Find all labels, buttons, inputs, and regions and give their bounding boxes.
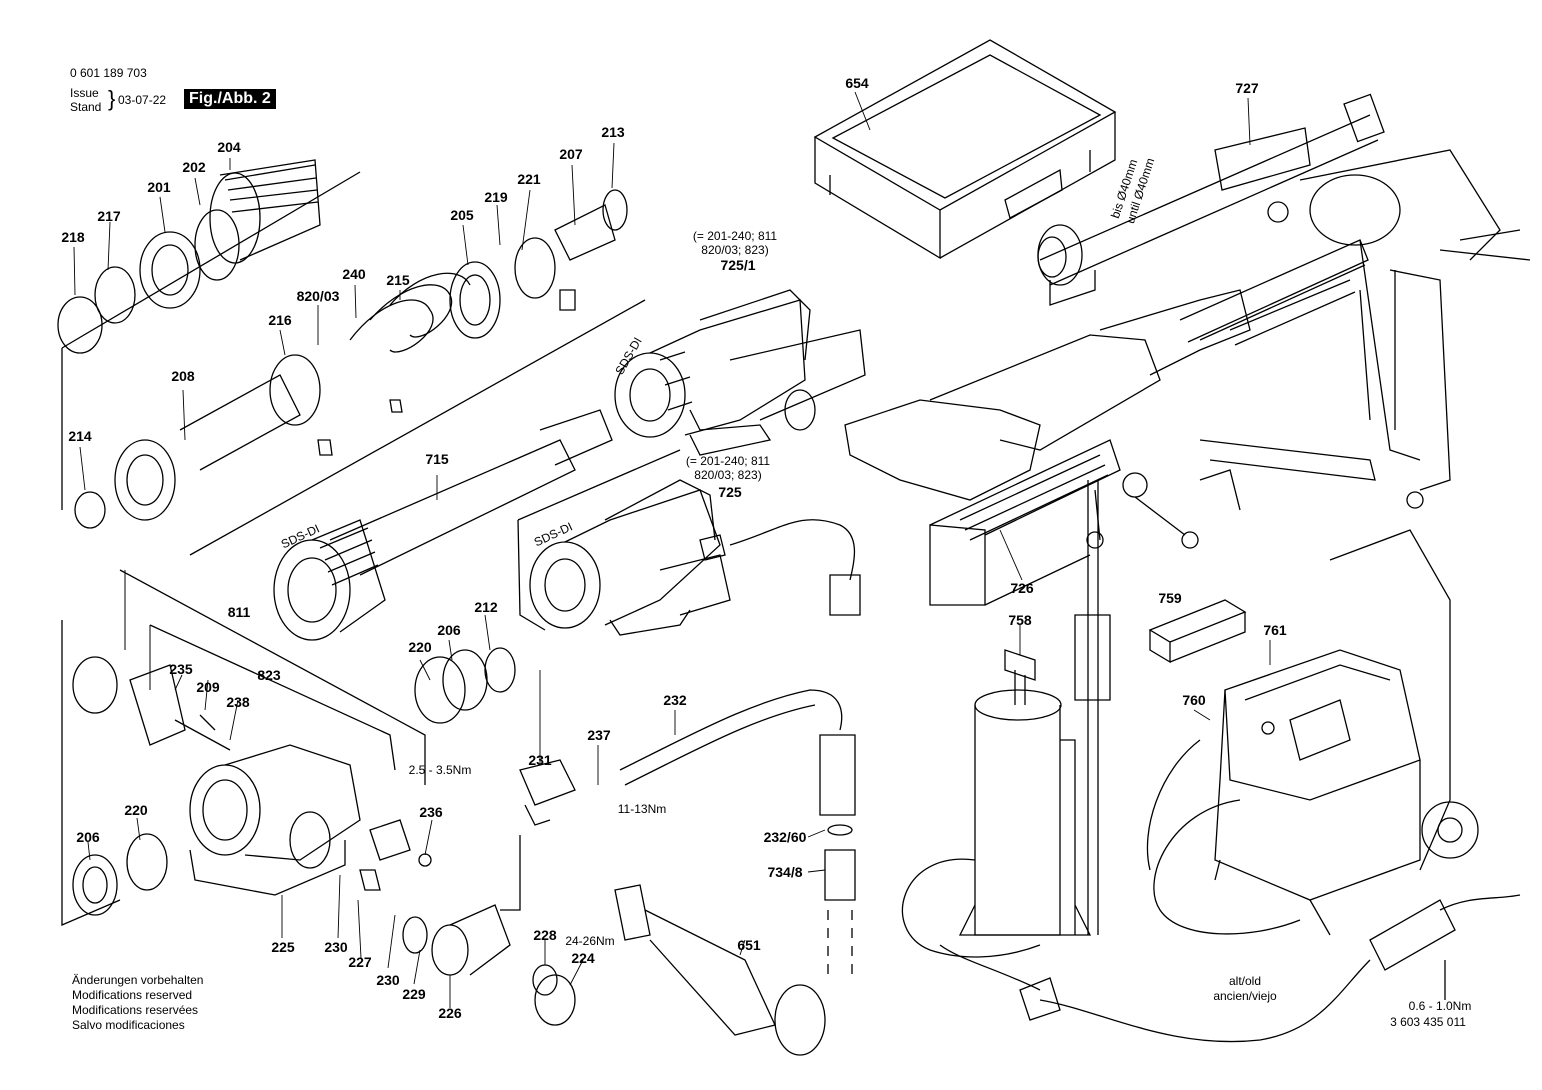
part-label-p232: 232 xyxy=(663,692,687,708)
part-label-p212: 212 xyxy=(474,599,498,615)
part-label-p218: 218 xyxy=(61,229,85,245)
annotation-a_torque4: 0.6 - 1.0Nm xyxy=(1409,999,1472,1013)
part-label-p820_03: 820/03 xyxy=(297,288,340,304)
part-label-p214: 214 xyxy=(68,428,92,444)
annotation-a_old1: alt/old xyxy=(1229,974,1261,988)
part-label-p204: 204 xyxy=(217,139,241,155)
part-label-p230a: 230 xyxy=(324,939,348,955)
annotation-a_ref2_l1: (= 201-240; 811 xyxy=(686,454,771,468)
part-label-p758: 758 xyxy=(1008,612,1032,628)
annotation-a_old2: ancien/viejo xyxy=(1213,989,1277,1003)
note-es: Salvo modificaciones xyxy=(72,1018,185,1032)
carrying-case xyxy=(813,39,1117,260)
part-label-p823: 823 xyxy=(257,667,281,683)
part-label-p230b: 230 xyxy=(376,972,400,988)
part-label-p219: 219 xyxy=(484,189,508,205)
part-label-p725_1: 725/1 xyxy=(720,257,755,273)
part-label-p238: 238 xyxy=(226,694,250,710)
leader-lines xyxy=(73,91,1271,1008)
annotation-a_torque1: 2.5 - 3.5Nm xyxy=(409,763,472,777)
depth-stop xyxy=(1037,93,1385,306)
figure-badge: Fig./Abb. 2 xyxy=(184,89,276,109)
part-label-p224: 224 xyxy=(571,950,595,966)
issue-bracket: } xyxy=(108,86,116,111)
issue-date: 03-07-22 xyxy=(118,93,167,107)
drill-housing-725 xyxy=(517,449,861,636)
part-label-p759: 759 xyxy=(1158,590,1182,606)
upper-exploded-parts xyxy=(57,159,628,529)
part-label-p236: 236 xyxy=(419,804,443,820)
part-label-p208: 208 xyxy=(171,368,195,384)
part-label-p715: 715 xyxy=(425,451,449,467)
part-label-p228: 228 xyxy=(533,927,557,943)
annotation-a_ref2_l2: 820/03; 823) xyxy=(694,468,761,482)
drill-stand xyxy=(844,149,1531,606)
part-label-p220b: 220 xyxy=(124,802,148,818)
block-759 xyxy=(1148,599,1247,664)
vacuum-extractor xyxy=(1146,529,1479,936)
issue-label: Issue xyxy=(70,86,99,100)
part-label-p727: 727 xyxy=(1235,80,1259,96)
stand-label: Stand xyxy=(70,100,102,114)
part-label-p651: 651 xyxy=(737,937,761,953)
annotation-a_torque3: 24-26Nm xyxy=(565,934,614,948)
annotation-a_code: 3 603 435 011 xyxy=(1390,1015,1466,1029)
upper-group-frame xyxy=(61,171,646,926)
part-label-p215: 215 xyxy=(386,272,410,288)
part-label-p205: 205 xyxy=(450,207,474,223)
part-label-p225: 225 xyxy=(271,939,295,955)
part-label-p231: 231 xyxy=(528,752,552,768)
core-bit-extension xyxy=(273,409,613,641)
part-label-p760: 760 xyxy=(1182,692,1206,708)
annotation-a_sds1: SDS-DI xyxy=(612,335,644,377)
note-fr: Modifications reservées xyxy=(72,1003,199,1017)
part-label-p217: 217 xyxy=(97,208,121,224)
drill-housing-725-1 xyxy=(614,289,866,456)
part-label-p207: 207 xyxy=(559,146,583,162)
note-en: Modifications reserved xyxy=(72,988,193,1002)
water-valve-and-hose xyxy=(500,689,856,980)
part-label-p220a: 220 xyxy=(408,639,432,655)
part-label-p725: 725 xyxy=(718,484,742,500)
part-label-p654: 654 xyxy=(845,75,869,91)
part-label-p237: 237 xyxy=(587,727,611,743)
annotation-a_ref1_l2: 820/03; 823) xyxy=(701,243,768,257)
part-label-p734_8: 734/8 xyxy=(767,864,802,880)
part-label-p726: 726 xyxy=(1010,580,1034,596)
part-label-p202: 202 xyxy=(182,159,206,175)
note-de: Änderungen vorbehalten xyxy=(72,973,204,987)
part-label-p235: 235 xyxy=(169,661,193,677)
part-label-p201: 201 xyxy=(147,179,171,195)
part-label-p206a: 206 xyxy=(437,622,461,638)
part-number-labels: 654 727 213 207 221 219 205 204 202 201 217 218 215 2… xyxy=(61,75,1287,1021)
part-label-p811: 811 xyxy=(228,604,251,620)
part-label-p206b: 206 xyxy=(76,829,100,845)
part-label-p240: 240 xyxy=(342,266,366,282)
part-label-p229: 229 xyxy=(402,986,426,1002)
annotation-a_ref1_l1: (= 201-240; 811 xyxy=(693,229,778,243)
part-label-p761: 761 xyxy=(1263,622,1287,638)
annotation-a_torque2: 11-13Nm xyxy=(618,802,666,816)
part-label-p213: 213 xyxy=(601,124,625,140)
part-label-p232_60: 232/60 xyxy=(764,829,807,845)
part-label-p216: 216 xyxy=(268,312,292,328)
part-label-p221: 221 xyxy=(517,171,541,187)
document-number: 0 601 189 703 xyxy=(70,66,147,80)
part-label-p227: 227 xyxy=(348,954,372,970)
auxiliary-handle xyxy=(614,884,826,1056)
modification-notes: Änderungen vorbehalten Modifications res… xyxy=(72,973,203,1033)
part-label-p226: 226 xyxy=(438,1005,462,1021)
annotation-a_sds2: SDS-DI xyxy=(279,521,322,551)
water-tank xyxy=(901,480,1111,958)
power-cord xyxy=(939,894,1521,1043)
part-label-p209: 209 xyxy=(196,679,220,695)
